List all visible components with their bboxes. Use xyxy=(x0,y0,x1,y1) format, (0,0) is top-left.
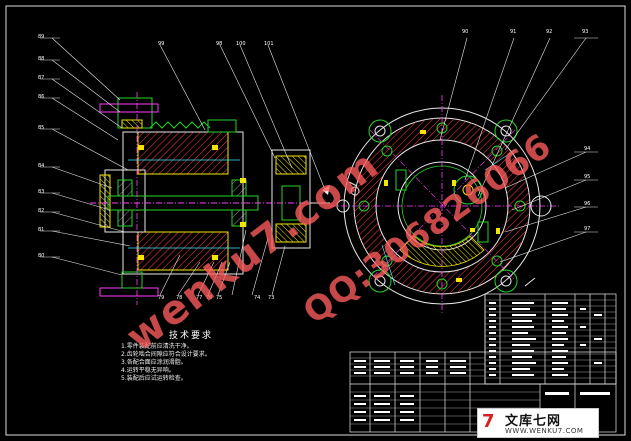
part-label: 78 xyxy=(176,295,182,301)
part-label: 88 xyxy=(38,56,44,62)
part-label: 93 xyxy=(582,29,588,35)
logo-text: 文库七网 xyxy=(505,414,562,429)
tech-note-4: 4.运转平稳无异响。 xyxy=(121,367,175,374)
turntable-top-view xyxy=(330,95,560,315)
part-label: 83 xyxy=(38,189,44,195)
part-label: 75 xyxy=(216,295,222,301)
part-label: 77 xyxy=(196,295,202,301)
part-label: 95 xyxy=(584,174,590,180)
part-label: 87 xyxy=(38,75,44,81)
bom-cell-marks xyxy=(354,302,610,421)
part-label: 85 xyxy=(38,125,44,131)
part-label: 91 xyxy=(510,29,516,35)
part-label: 96 xyxy=(584,201,590,207)
tech-note-5: 5.装配后应试运转检查。 xyxy=(121,375,187,382)
part-label: 80 xyxy=(38,253,44,259)
part-label: 84 xyxy=(38,163,44,169)
site-logo[interactable]: 7 文库七网 WWW.WENKU7.COM xyxy=(477,408,599,438)
part-label: 76 xyxy=(206,295,212,301)
part-label: 97 xyxy=(584,226,590,232)
part-label: 90 xyxy=(462,29,468,35)
part-label: 94 xyxy=(584,146,590,152)
part-label: 73 xyxy=(268,295,274,301)
part-label: 101 xyxy=(264,41,274,47)
leader-lines-left xyxy=(40,37,326,296)
part-label: 100 xyxy=(236,41,246,47)
tech-requirements-title: 技术要求 xyxy=(169,331,214,341)
drawing-border xyxy=(5,5,626,436)
part-label: 86 xyxy=(38,94,44,100)
leader-lines-right xyxy=(439,37,598,263)
tech-note-3: 3.各配合面应涂润滑脂。 xyxy=(121,359,187,366)
part-label: 81 xyxy=(38,227,44,233)
part-number-labels: 89 88 87 86 85 84 83 82 81 80 99 98 100 101 90 91 92 93 94… xyxy=(38,29,590,301)
tech-note-2: 2.齿轮啮合间隙应符合设计要求。 xyxy=(121,351,211,358)
logo-7-icon: 7 xyxy=(482,411,495,432)
part-label: 89 xyxy=(38,34,44,40)
tech-note-1: 1.零件装配前应清洗干净。 xyxy=(121,343,193,350)
part-label: 79 xyxy=(158,295,164,301)
part-label: 74 xyxy=(254,295,260,301)
part-label: 98 xyxy=(216,41,222,47)
part-label: 82 xyxy=(38,208,44,214)
logo-url: WWW.WENKU7.COM xyxy=(505,427,584,435)
part-label: 99 xyxy=(158,41,164,47)
part-label: 92 xyxy=(546,29,552,35)
